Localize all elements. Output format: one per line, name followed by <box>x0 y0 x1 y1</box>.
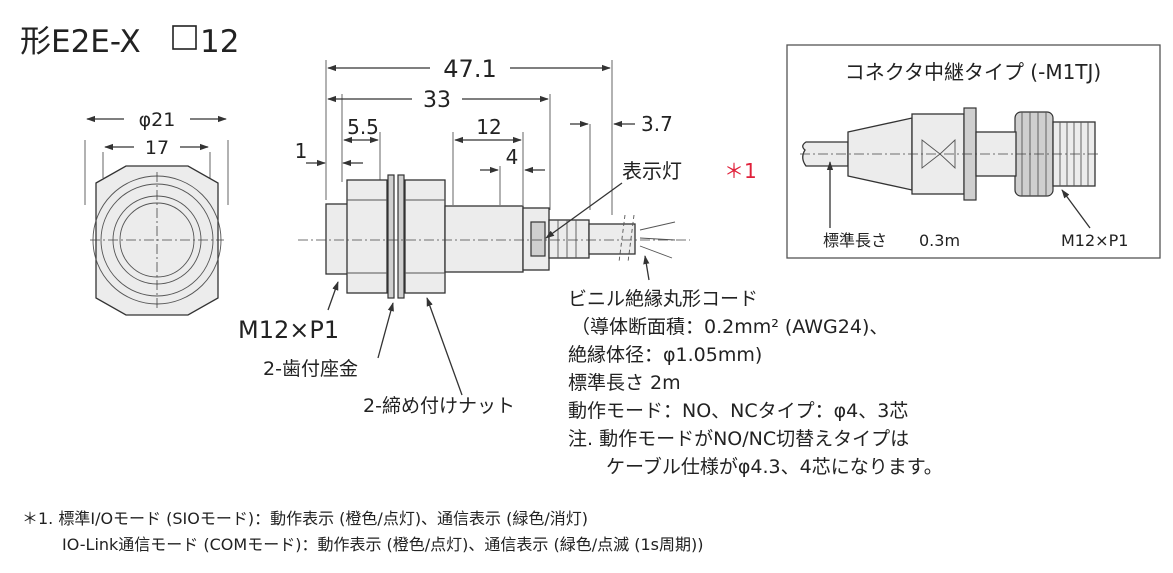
model-title-box <box>172 25 197 50</box>
cable-spec-line-6: 注. 動作モードがNO/NC切替えタイプは <box>568 428 909 450</box>
dim-tip: 1 <box>295 139 308 163</box>
model-title: 形E2E-X 12 <box>20 24 239 60</box>
model-title-suffix: 12 <box>200 24 239 60</box>
nut-rear <box>404 179 446 294</box>
cable-spec-line-1: ビニル絶縁丸形コード <box>568 288 758 310</box>
indicator-mark: ＊1 <box>724 159 757 183</box>
cable-boot <box>548 219 590 259</box>
footnote-2: IO-Link通信モード (COMモード)：動作表示 (橙色/点灯)、通信表示 … <box>62 535 704 554</box>
dim-rear-4: 4 <box>506 145 519 169</box>
thread-label: M12×P1 <box>238 316 339 344</box>
front-view: φ21 17 <box>84 109 229 316</box>
washer-label: 2-歯付座金 <box>263 358 358 380</box>
side-view: 47.1 33 5.5 1 12 4 3.7 <box>238 55 757 417</box>
sensor-barrel <box>444 205 524 273</box>
dim-outer-diameter: φ21 <box>139 109 176 131</box>
connector-thread-label: M12×P1 <box>1061 231 1128 250</box>
connector-std-length-label: 標準長さ <box>823 231 887 250</box>
washer-2 <box>397 174 405 299</box>
cable <box>588 223 636 255</box>
cable-spec-line-2: （導体断面積：0.2mm² (AWG24)、 <box>571 316 888 338</box>
cable-spec-line-3: 絶縁体径：φ1.05mm) <box>568 344 762 366</box>
connector-relay-box: コネクタ中継タイプ (-M1TJ) 標準長さ 0.3m M12×P1 <box>786 44 1161 259</box>
indicator-label: 表示灯 <box>622 159 682 183</box>
dimension-drawing: 形E2E-X 12 φ21 17 4 <box>20 24 1161 478</box>
footnote-1: ＊1. 標準I/Oモード (SIOモード)：動作表示 (橙色/点灯)、通信表示 … <box>22 509 589 528</box>
dim-rear-12: 12 <box>476 115 501 139</box>
cable-spec-line-4: 標準長さ 2m <box>568 372 681 394</box>
cable-spec-line-7: ケーブル仕様がφ4.3、4芯になります。 <box>606 455 943 478</box>
nut-front <box>346 179 388 294</box>
nut-label: 2-締め付けナット <box>363 395 515 417</box>
dim-body-length: 33 <box>423 88 451 113</box>
footnotes: ＊1. 標準I/Oモード (SIOモード)：動作表示 (橙色/点灯)、通信表示 … <box>22 506 703 558</box>
connector-box-title: コネクタ中継タイプ (-M1TJ) <box>845 60 1101 84</box>
dim-nut-width: 5.5 <box>347 115 379 139</box>
dim-total-length: 47.1 <box>443 55 496 83</box>
cable-spec: ビニル絶縁丸形コード （導体断面積：0.2mm² (AWG24)、 絶縁体径：φ… <box>568 288 943 478</box>
dim-inner-17: 17 <box>145 137 169 159</box>
indicator-lamp <box>530 221 546 257</box>
dim-cable-3-7: 3.7 <box>641 112 673 136</box>
connector-body <box>911 113 965 195</box>
cable-wires <box>639 221 676 259</box>
cable-spec-line-5: 動作モード：NO、NCタイプ：φ4、3芯 <box>568 400 908 422</box>
model-title-prefix: 形E2E-X <box>20 24 141 60</box>
connector-std-length-value: 0.3m <box>919 231 960 250</box>
washer-1 <box>387 174 395 299</box>
